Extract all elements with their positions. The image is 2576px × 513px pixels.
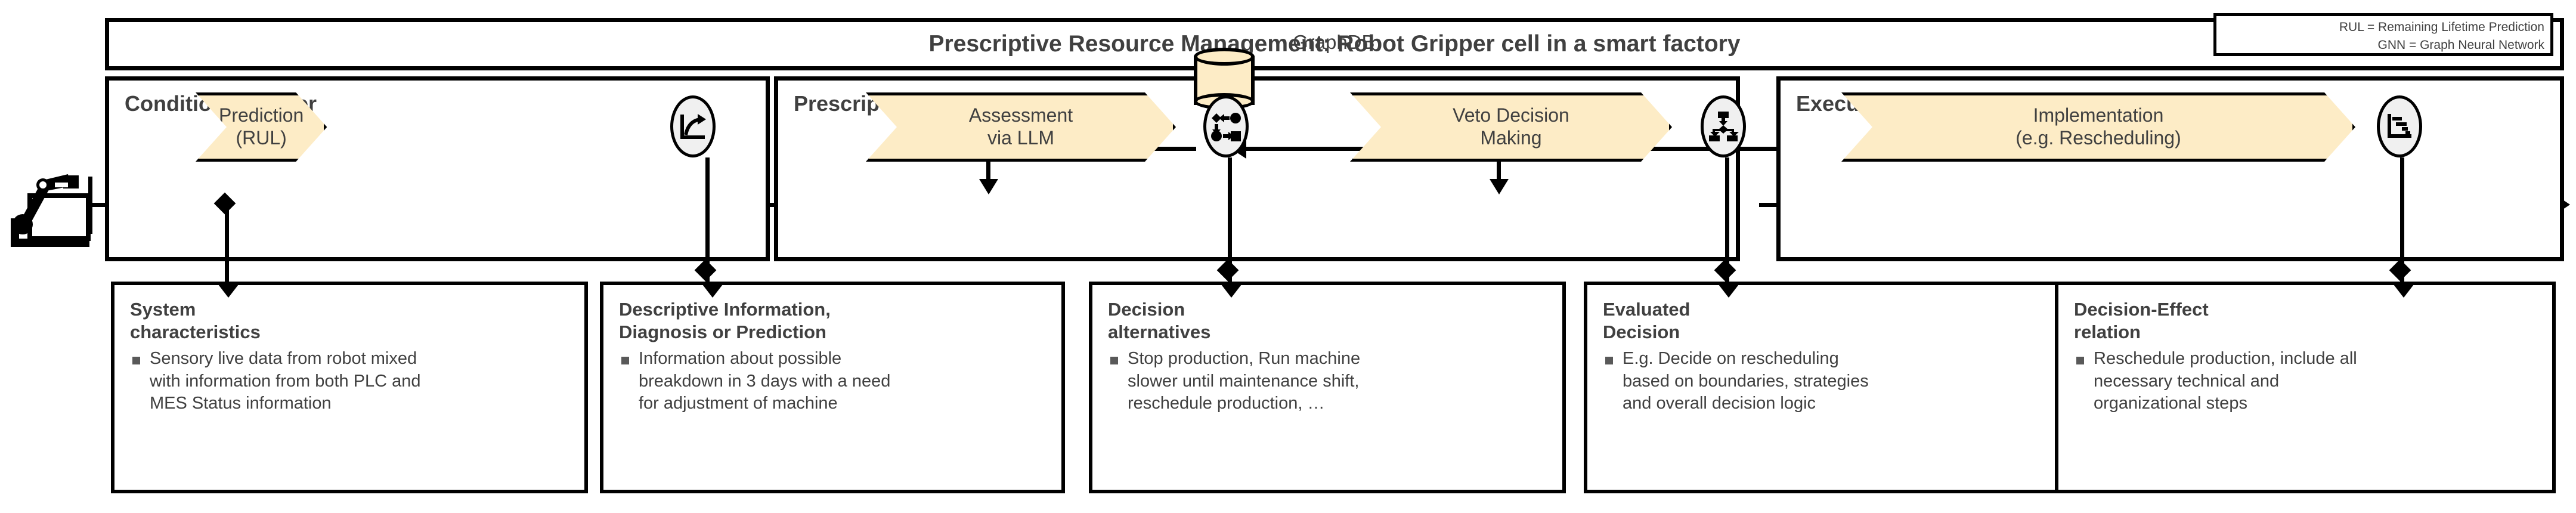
industrial-robot-icon (6, 166, 101, 261)
callout-notch (1719, 285, 1739, 298)
callout-text: Stop production, Run machine slower unti… (1128, 349, 1361, 413)
knowledge-graph-icon (1203, 95, 1249, 157)
process-step-implementation[interactable]: Implementation (e.g. Rescheduling) (1841, 92, 2355, 162)
bullet-square-icon (621, 357, 629, 364)
trend-curve-icon (670, 95, 716, 157)
bullet-square-icon (132, 357, 140, 364)
bullet-square-icon (2076, 357, 2084, 364)
callout-text: Sensory live data from robot mixed with … (150, 349, 421, 413)
callout-stem-4 (1725, 157, 1729, 283)
process-step-assessment-label: Assessment via LLM (968, 104, 1073, 149)
bullet-square-icon (1110, 357, 1118, 364)
callout-notch (218, 285, 239, 298)
callout-evaluated-decision: Evaluated Decision E.g. Decide on resche… (1584, 282, 2061, 493)
process-step-veto-decision[interactable]: Veto Decision Making (1350, 92, 1672, 162)
callout-notch (2394, 285, 2414, 298)
callout-title: Decision-Effect relation (2074, 299, 2209, 342)
callout-title: System characteristics (130, 299, 261, 342)
page-title: Prescriptive Resource Management: Robot … (928, 31, 1741, 57)
callout-stem-5 (2400, 157, 2404, 283)
graphdb-label: GraphDB (1293, 31, 1375, 53)
legend-line-rul: RUL = Remaining Lifetime Prediction (2339, 20, 2544, 35)
callout-stem-1 (225, 203, 229, 282)
callout-stem-2 (705, 157, 710, 283)
callout-text: E.g. Decide on rescheduling based on bou… (1623, 349, 1869, 413)
legend-box: RUL = Remaining Lifetime Prediction GNN … (2213, 13, 2553, 56)
bullet-square-icon (1605, 357, 1613, 364)
callout-notch (1221, 285, 1241, 298)
callout-system-characteristics: System characteristics Sensory live data… (111, 282, 588, 493)
graphdb-branch-veto (1497, 147, 1501, 184)
flow-line-source-vertical (88, 177, 92, 234)
legend-line-gnn: GNN = Graph Neural Network (2377, 38, 2544, 52)
process-step-prediction[interactable]: Prediction (RUL) (196, 92, 327, 162)
callout-stem-3 (1228, 157, 1232, 283)
arrowhead-graphdb-to-veto (1490, 179, 1509, 194)
callout-title: Decision alternatives (1108, 299, 1211, 342)
decision-tree-icon (1701, 95, 1746, 157)
process-step-veto-decision-label: Veto Decision Making (1453, 104, 1569, 149)
callout-notch (702, 285, 723, 298)
gantt-chart-icon (2377, 95, 2422, 157)
callout-title: Descriptive Information, Diagnosis or Pr… (619, 299, 831, 342)
callout-title: Evaluated Decision (1603, 299, 1690, 342)
callout-text: Information about possible breakdown in … (639, 349, 891, 413)
process-step-assessment[interactable]: Assessment via LLM (866, 92, 1176, 162)
callout-decision-alternatives: Decision alternatives Stop production, R… (1089, 282, 1566, 493)
callout-text: Reschedule production, include all neces… (2094, 349, 2357, 413)
phase-conditional-trigger: Conditional trigger (105, 76, 770, 261)
callout-descriptive-information: Descriptive Information, Diagnosis or Pr… (600, 282, 1065, 493)
process-step-implementation-label: Implementation (e.g. Rescheduling) (2015, 104, 2181, 149)
callout-decision-effect-relation: Decision-Effect relation Reschedule prod… (2055, 282, 2556, 493)
arrowhead-graphdb-to-assessment (979, 179, 998, 194)
header-band: Prescriptive Resource Management: Robot … (105, 18, 2564, 70)
graphdb-branch-assessment (986, 147, 990, 184)
process-step-prediction-label: Prediction (RUL) (219, 104, 304, 149)
